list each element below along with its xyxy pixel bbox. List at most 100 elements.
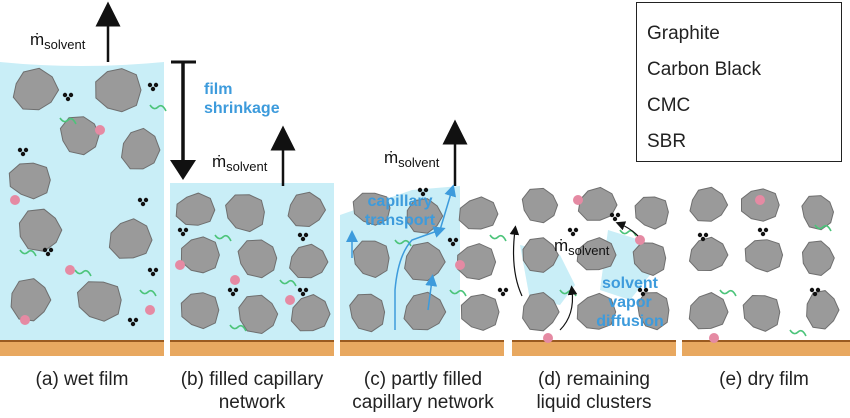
graphite-particle: [576, 237, 617, 271]
cmc-strand: [74, 269, 92, 277]
carbon-black-dot: [23, 147, 29, 153]
cmc-strand: [149, 104, 167, 112]
film-shrinkage-line1: film: [204, 81, 233, 98]
film-shrinkage-label: film shrinkage: [204, 80, 280, 118]
sbr-particle: [543, 333, 553, 343]
graphite-particle: [8, 162, 51, 200]
carbon-black-dot: [147, 82, 153, 88]
graphite-particle: [458, 196, 499, 230]
capillary-transport-arrows: [346, 184, 457, 330]
caption-c-line2: capillary network: [352, 392, 494, 413]
sbr-particle: [285, 295, 295, 305]
carbon-black-dot: [615, 212, 621, 218]
graphite-particle: [522, 291, 560, 332]
graphite-particle: [76, 281, 122, 322]
sbr-particle: [573, 195, 583, 205]
graphite-particle: [634, 196, 669, 230]
carbon-black-dot: [760, 231, 766, 237]
carbon-black-dot: [137, 197, 143, 203]
graphite-particle: [522, 237, 559, 273]
sbr-particle: [709, 333, 719, 343]
carbon-black-dot: [147, 267, 153, 273]
caption-d-line1: (d) remaining: [538, 369, 650, 390]
sbr-particle: [65, 265, 75, 275]
cmc-strand: [19, 249, 37, 257]
caption-e-line1: (e) dry film: [719, 369, 809, 390]
legend-carbon-black-label: Carbon Black: [647, 59, 762, 80]
carbon-black-dot: [500, 291, 506, 297]
flux-symbol: ṁ: [30, 30, 45, 49]
cmc-strand: [814, 224, 832, 232]
carbon-black-dot: [153, 82, 159, 88]
graphite-particle: [289, 243, 329, 279]
graphite-particle: [175, 192, 216, 226]
film-shrinkage-line2: shrinkage: [204, 100, 280, 117]
film-shrinkage-arrow: [170, 60, 196, 180]
graphite-particle: [225, 194, 265, 233]
carbon-black-dot: [227, 287, 233, 293]
vapor-diffusion-label: solvent vapor diffusion: [580, 274, 680, 331]
carbon-black-dot: [68, 92, 74, 98]
sbr-particles: [10, 125, 765, 343]
carbon-black-dot: [815, 287, 821, 293]
legend-graphite-label: Graphite: [647, 23, 720, 44]
capillary-transport-line2: transport: [364, 212, 436, 229]
graphite-particle: [406, 198, 444, 234]
carbon-black-dot: [180, 231, 186, 237]
graphite-particle: [287, 191, 327, 228]
caption-c: (c) partly filled capillary network: [336, 368, 510, 414]
carbon-black-dot: [17, 147, 23, 153]
graphite-particle: [108, 218, 153, 259]
carbon-black-dot: [703, 232, 709, 238]
graphite-particle: [577, 186, 618, 221]
sbr-particle: [455, 260, 465, 270]
graphite-particle: [352, 192, 391, 226]
carbon-black-dot: [700, 236, 706, 242]
carbon-black-dot: [300, 291, 306, 297]
graphite-particle: [18, 208, 63, 252]
legend-cmc-label: CMC: [647, 95, 691, 116]
carbon-black-dot: [230, 291, 236, 297]
cmc-strand: [59, 117, 77, 125]
sbr-particle: [20, 315, 30, 325]
carbon-black-dot: [140, 201, 146, 207]
carbon-black-dot: [570, 231, 576, 237]
sbr-particle: [230, 275, 240, 285]
graphite-particle: [632, 242, 667, 277]
caption-b-line1: (b) filled capillary: [180, 369, 324, 390]
graphite-particle: [460, 293, 500, 331]
carbon-black-dot: [300, 236, 306, 242]
capillary-transport-line1: capillary: [367, 193, 433, 210]
carbon-black-dot: [127, 317, 133, 323]
graphite-particle: [688, 236, 729, 272]
carbon-black-dot: [177, 227, 183, 233]
graphite-particles: [8, 67, 840, 335]
graphite-particle: [689, 186, 729, 222]
carbon-black-dot: [757, 227, 763, 233]
graphite-particle: [636, 292, 670, 331]
cmc-strand: [394, 239, 412, 247]
graphite-particle: [237, 239, 278, 279]
cmc-strand: [789, 329, 807, 337]
carbon-black-dot: [150, 86, 156, 92]
carbon-black-dot: [637, 287, 643, 293]
carbon-black-dot: [233, 287, 239, 293]
vapor-diffusion-line2: vapor: [608, 294, 652, 311]
carbon-black-dot: [497, 287, 503, 293]
carbon-black-dot: [450, 241, 456, 247]
carbon-black-dot: [133, 317, 139, 323]
carbon-black-dot: [763, 227, 769, 233]
carbon-black-dot: [417, 187, 423, 193]
carbon-black-dot: [297, 287, 303, 293]
vapor-diffusion-arrows: [509, 221, 639, 331]
carbon-black-dot: [447, 237, 453, 243]
caption-c-line1: (c) partly filled: [363, 369, 483, 390]
flux-label-a: ṁsolvent: [30, 30, 85, 52]
sbr-particle: [175, 260, 185, 270]
carbon-black-dot: [573, 227, 579, 233]
carbon-black-dot: [130, 321, 136, 327]
carbon-black-dot: [640, 291, 646, 297]
cmc-strand: [279, 279, 297, 287]
caption-b-line2: network: [218, 392, 286, 413]
